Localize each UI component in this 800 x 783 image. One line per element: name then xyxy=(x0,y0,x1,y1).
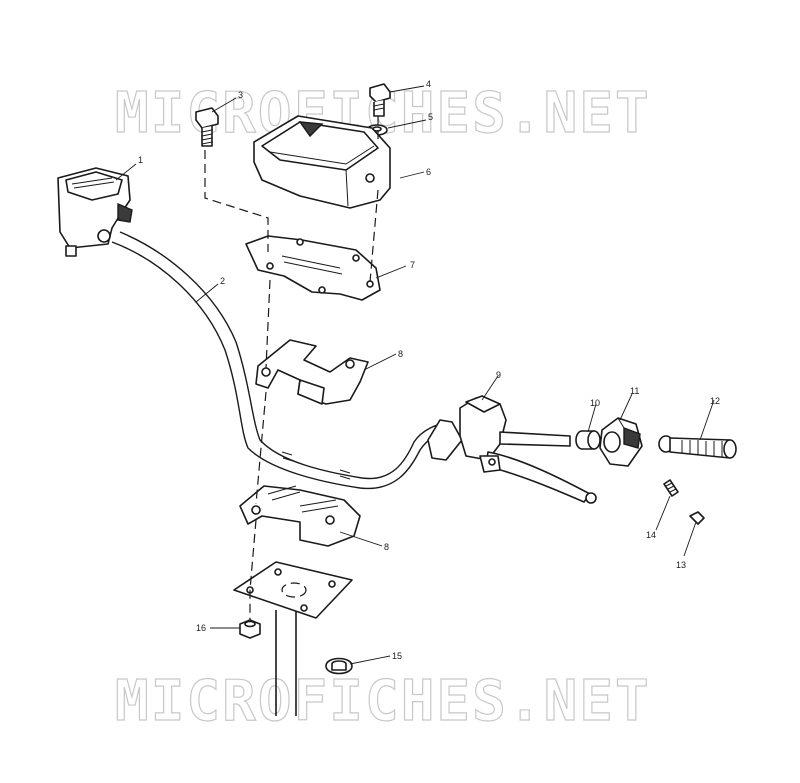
collar-10 xyxy=(575,430,601,450)
callout-7: 7 xyxy=(410,260,415,270)
callout-8-lower: 8 xyxy=(384,542,389,552)
left-control-housing xyxy=(57,167,133,257)
brake-master-cylinder xyxy=(427,395,597,504)
callout-13: 13 xyxy=(676,560,686,570)
callout-labels: 1 2 3 4 5 6 7 8 8 9 10 11 12 13 14 15 16 xyxy=(138,79,720,661)
callout-4: 4 xyxy=(426,79,431,89)
upper-clamp xyxy=(255,339,369,405)
alignment-lines xyxy=(204,116,379,620)
watermark-bottom: MICROFICHES.NET xyxy=(115,669,651,734)
callout-14: 14 xyxy=(646,530,656,540)
callout-1: 1 xyxy=(138,155,143,165)
callout-2: 2 xyxy=(220,276,225,286)
steering-post xyxy=(275,610,297,716)
bolt-3 xyxy=(195,107,219,147)
callout-9: 9 xyxy=(496,370,501,380)
cap-13 xyxy=(689,511,705,525)
lower-clamp xyxy=(239,485,361,547)
mounting-plate xyxy=(233,561,353,619)
callout-15: 15 xyxy=(392,651,402,661)
leader-lines xyxy=(115,85,715,665)
clip-15 xyxy=(325,657,353,675)
callout-8-upper: 8 xyxy=(398,349,403,359)
callout-6: 6 xyxy=(426,167,431,177)
callout-11: 11 xyxy=(630,386,639,396)
screw-14 xyxy=(663,479,679,497)
callout-10: 10 xyxy=(590,398,600,408)
nut-16 xyxy=(239,619,261,639)
callout-12: 12 xyxy=(710,396,720,406)
grip-12 xyxy=(658,435,737,459)
gasket-plate xyxy=(245,235,381,301)
callout-16: 16 xyxy=(196,623,206,633)
handlebar xyxy=(111,231,451,490)
callout-5: 5 xyxy=(428,112,433,122)
callout-3: 3 xyxy=(238,90,243,100)
handlebar-cover xyxy=(253,115,391,209)
bolt-4 xyxy=(369,83,391,117)
throttle-housing xyxy=(599,417,643,467)
